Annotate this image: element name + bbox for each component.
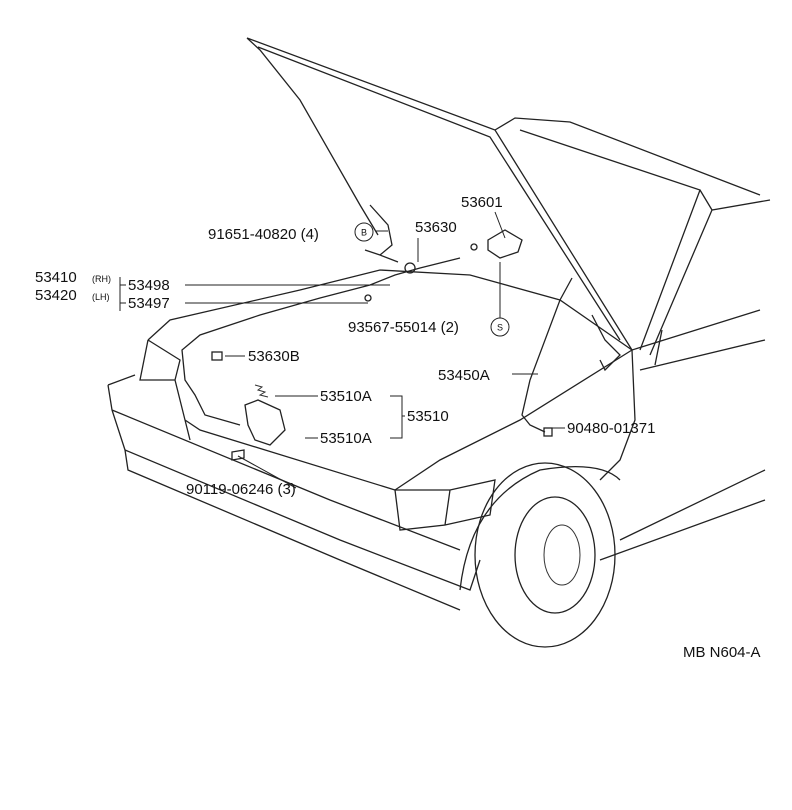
parts-drawing xyxy=(181,204,621,461)
side-body xyxy=(599,309,766,561)
rod-holder xyxy=(591,314,621,372)
bolt-90119 xyxy=(231,449,245,461)
hood-hinge xyxy=(364,204,399,263)
assembly-bracket xyxy=(390,395,405,439)
label-marker-s: S xyxy=(497,323,503,333)
wheel-rim xyxy=(514,496,596,614)
clip-53630B xyxy=(211,351,223,361)
label-53510A-top: 53510A xyxy=(320,388,372,405)
label-53601: 53601 xyxy=(461,194,503,211)
bolt-s xyxy=(470,243,478,251)
label-53410: 53410 xyxy=(35,269,77,286)
stop-cushion xyxy=(364,294,372,302)
wheel-hub xyxy=(543,524,581,586)
part-53601-drawing xyxy=(487,229,523,259)
label-53510: 53510 xyxy=(407,408,449,425)
side-bracket xyxy=(119,277,126,311)
leader-53601 xyxy=(494,211,506,239)
latch-spring xyxy=(254,384,269,398)
label-53497: 53497 xyxy=(128,295,170,312)
label-93567: 93567-55014 (2) xyxy=(348,319,459,336)
front-tire xyxy=(474,462,616,648)
label-53420-side: (LH) xyxy=(92,292,110,302)
label-90119: 90119-06246 (3) xyxy=(186,481,296,498)
hood-latch xyxy=(244,399,286,446)
windshield-outline xyxy=(494,117,771,356)
release-cable xyxy=(181,257,461,426)
leader-90119 xyxy=(237,455,297,489)
label-53630B: 53630B xyxy=(248,348,300,365)
marker-circle-b xyxy=(354,222,374,242)
leader-lines xyxy=(119,211,565,489)
label-marker-b: B xyxy=(361,228,367,238)
label-53498: 53498 xyxy=(128,277,170,294)
cowl-line xyxy=(147,269,633,351)
front-face xyxy=(139,339,396,491)
front-bumper xyxy=(107,374,481,611)
car-body-drawing xyxy=(107,37,771,648)
wheel-arch xyxy=(459,466,621,591)
label-53630: 53630 xyxy=(415,219,457,236)
clip-90480 xyxy=(543,427,553,437)
fender-line xyxy=(394,349,636,491)
label-53510A-bot: 53510A xyxy=(320,430,372,447)
hood-support-rod xyxy=(521,277,573,433)
marker-circle-s xyxy=(490,317,510,337)
headlamp xyxy=(394,479,496,531)
label-90480: 90480-01371 xyxy=(567,420,655,437)
label-53410-side: (RH) xyxy=(92,274,111,284)
cable-grommet xyxy=(404,262,416,274)
label-91651: 91651-40820 (4) xyxy=(208,226,319,243)
label-53450A: 53450A xyxy=(438,367,490,384)
reference-code: MB N604-A xyxy=(683,644,761,661)
part-labels: 53601 53630 91651-40820 (4) B 53410 (RH)… xyxy=(35,194,761,661)
label-53420: 53420 xyxy=(35,287,77,304)
